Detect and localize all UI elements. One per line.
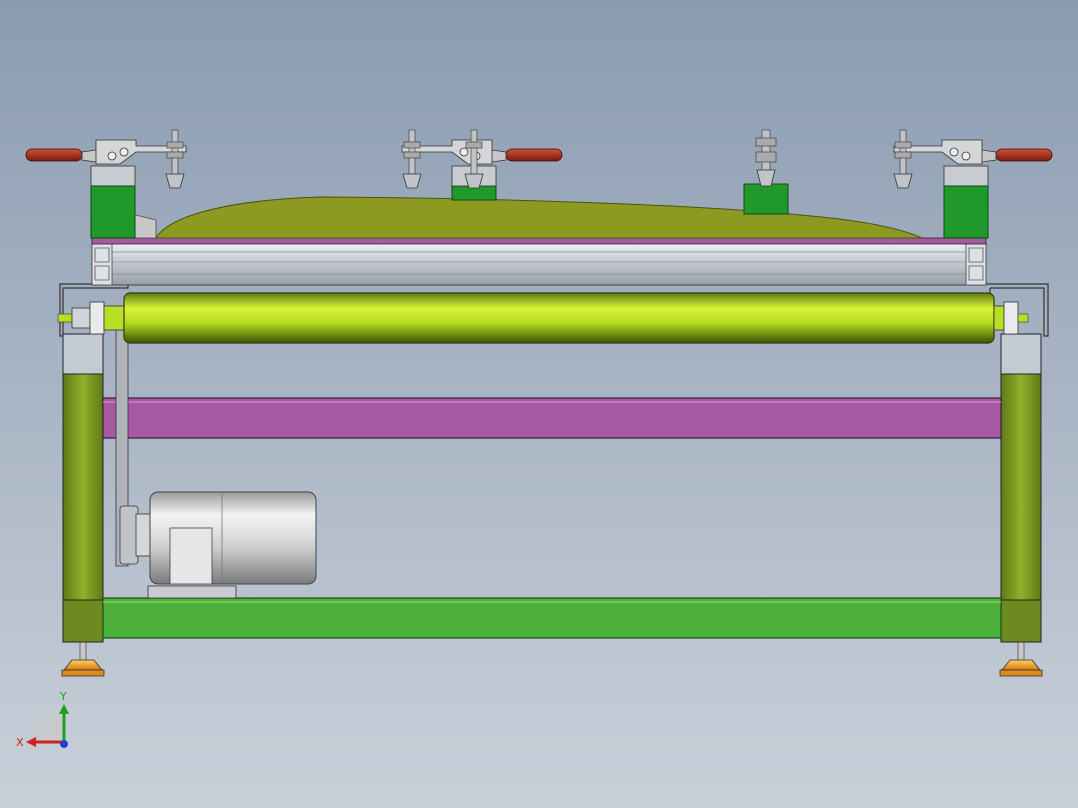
toggle-clamp-center bbox=[401, 129, 563, 189]
toggle-clamp-left bbox=[25, 129, 187, 189]
motor bbox=[119, 491, 317, 599]
top-plate bbox=[91, 237, 987, 245]
clamp-block-left bbox=[90, 165, 136, 239]
push-clamp-center-right bbox=[755, 129, 777, 187]
base-beam bbox=[102, 597, 1002, 639]
frame-leg-left bbox=[62, 333, 104, 643]
clamp-block-right bbox=[943, 165, 989, 239]
leveling-foot-left bbox=[61, 641, 105, 677]
aluminum-profile-rail bbox=[91, 242, 987, 286]
z-axis-dot bbox=[60, 740, 68, 748]
x-axis-label: X bbox=[16, 736, 24, 749]
leveling-foot-right bbox=[999, 641, 1043, 677]
frame-leg-right bbox=[1000, 333, 1042, 643]
cross-beam bbox=[102, 397, 1002, 439]
clamp-block-center-right bbox=[743, 183, 789, 215]
y-axis-label: Y bbox=[59, 690, 67, 703]
coordinate-triad: Y X bbox=[16, 690, 69, 749]
roller bbox=[57, 292, 1029, 344]
toggle-clamp-right bbox=[893, 129, 1053, 189]
workpiece-panel bbox=[131, 196, 923, 239]
